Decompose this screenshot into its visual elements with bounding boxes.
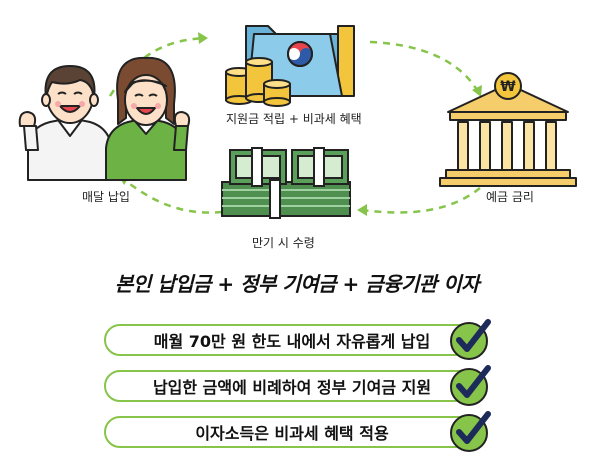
checkmark-icon bbox=[450, 365, 491, 406]
checkmark-icon bbox=[450, 319, 491, 360]
people-icon bbox=[18, 56, 191, 181]
interest-label: 예금 금리 bbox=[486, 190, 534, 204]
benefit-item-1: 매월 70만 원 한도 내에서 자유롭게 납입 bbox=[104, 324, 480, 356]
benefit-item-3: 이자소득은 비과세 혜택 적용 bbox=[104, 416, 480, 448]
checkmark-icon bbox=[450, 411, 491, 452]
coins-icon bbox=[225, 57, 291, 107]
money-stack-icon bbox=[221, 147, 351, 219]
headline: 본인 납입금 + 정부 기여금 + 금융기관 이자 bbox=[114, 272, 480, 296]
savings-cycle-diagram: ₩ 지원금 적립 + 비과세 혜택 매달 납입 예금 금리 만기 시 수령 bbox=[18, 25, 577, 250]
maturity-label: 만기 시 수령 bbox=[252, 236, 315, 250]
subsidy-label: 지원금 적립 + 비과세 혜택 bbox=[226, 112, 362, 126]
benefit-item-2: 납입한 금액에 비례하여 정부 기여금 지원 bbox=[104, 370, 480, 402]
bank-icon: ₩ bbox=[439, 72, 577, 187]
svg-text:₩: ₩ bbox=[500, 79, 516, 95]
monthly-payment-label: 매달 납입 bbox=[82, 190, 130, 204]
